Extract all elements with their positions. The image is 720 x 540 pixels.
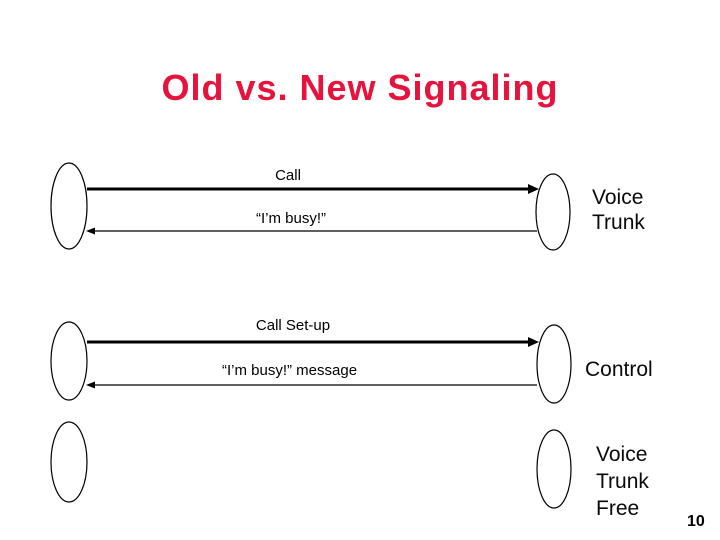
busy-reply-label: “I’m busy!”	[255, 210, 326, 227]
call-setup-arrowhead-right	[528, 337, 539, 347]
switch-ellipse-bottom-right	[536, 429, 572, 509]
voice-trunk-side-label: Voice Trunk	[592, 186, 645, 234]
busy-message-label: “I’m busy!” message	[222, 362, 358, 379]
switch-ellipse-bottom-left	[50, 421, 88, 503]
control-side-label: Control	[585, 358, 653, 381]
switch-ellipse-top-right	[535, 173, 571, 251]
switch-ellipse-middle-right	[536, 324, 572, 404]
busy-message-arrowhead-left	[86, 381, 95, 389]
page-number: 10	[687, 513, 705, 530]
call-line-arrowhead-right	[528, 184, 539, 194]
slide-title: Old vs. New Signaling	[161, 67, 559, 108]
switch-ellipse-top-left	[50, 162, 88, 250]
call-setup-line-label: Call Set-up	[255, 317, 331, 334]
call-line-label: Call	[275, 167, 301, 184]
switch-ellipse-middle-left	[50, 321, 88, 401]
busy-reply-arrowhead-left	[86, 227, 95, 235]
voice-trunk-free-side-label: Voice Trunk Free	[596, 443, 649, 520]
